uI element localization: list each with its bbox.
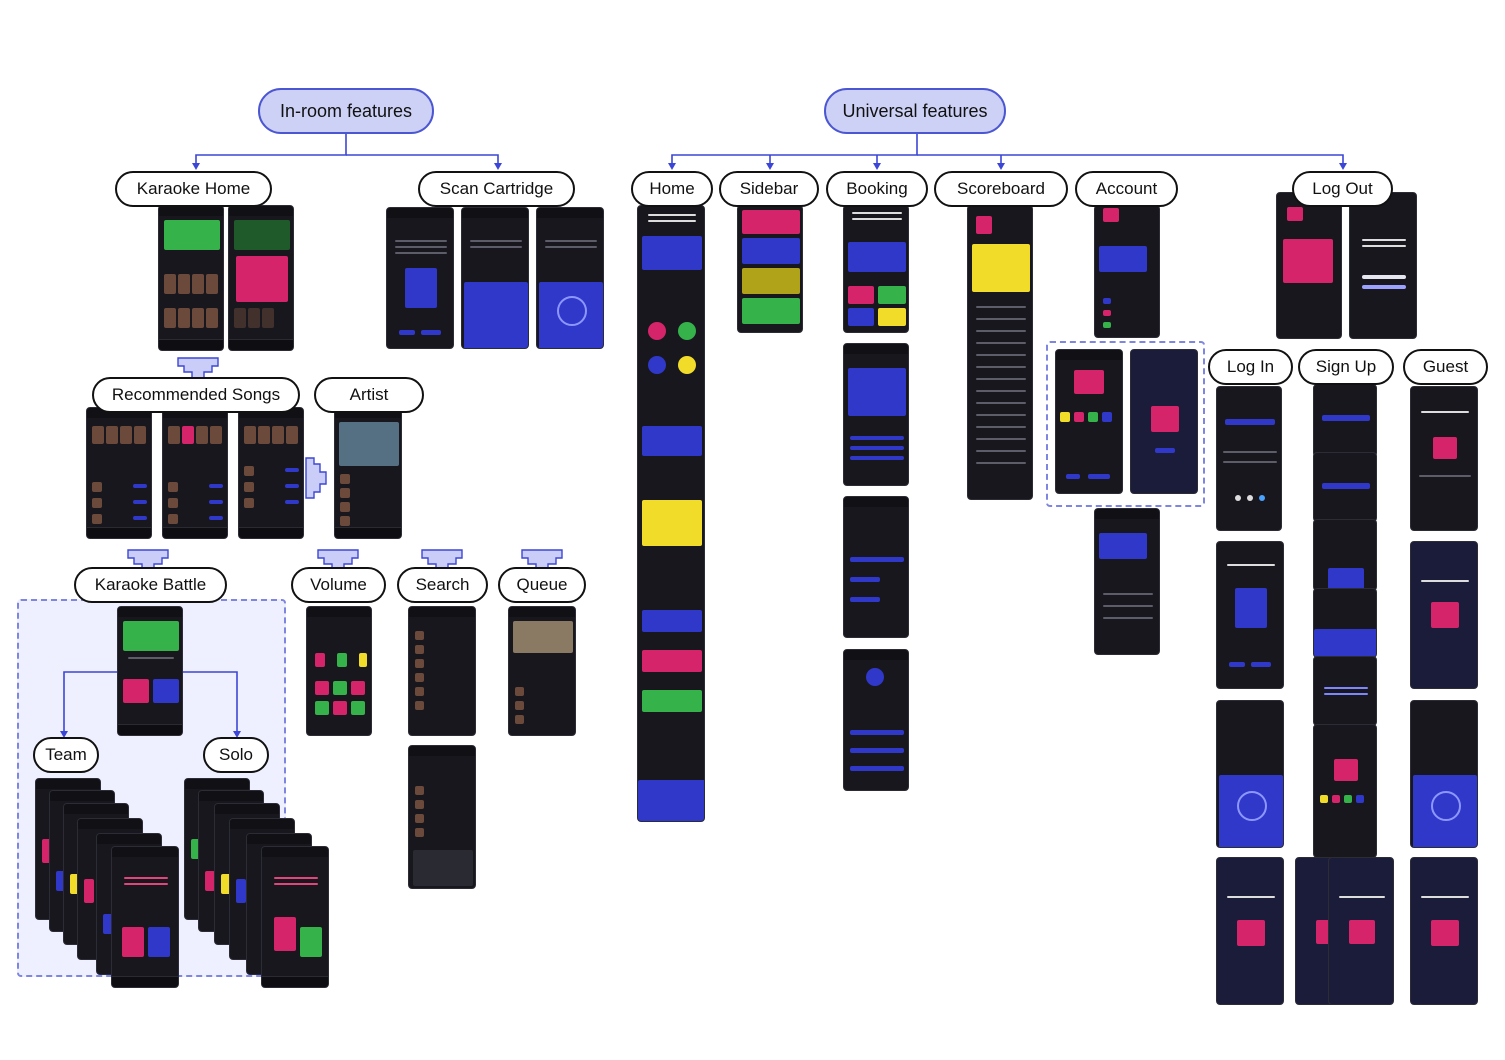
phone-signup-5 <box>1313 656 1377 726</box>
node-artist: Artist <box>314 377 424 413</box>
phone-signup-3 <box>1313 519 1377 591</box>
phone-login-3 <box>1216 700 1284 848</box>
node-team: Team <box>33 737 99 773</box>
phone-booking-3 <box>843 496 909 638</box>
phone-solo-result <box>261 846 329 988</box>
node-guest: Guest <box>1403 349 1488 385</box>
node-karaoke-home: Karaoke Home <box>115 171 272 207</box>
node-solo: Solo <box>203 737 269 773</box>
phone-guest-2 <box>1410 541 1478 689</box>
phone-queue <box>508 606 576 736</box>
phone-artist <box>334 407 402 539</box>
node-log-in: Log In <box>1208 349 1293 385</box>
phone-scan-3 <box>536 207 604 349</box>
phone-account-1 <box>1094 205 1160 338</box>
phone-account-avatar-2 <box>1130 349 1198 494</box>
phone-karaoke-home-2 <box>228 205 294 351</box>
phone-search <box>408 606 476 736</box>
phone-recommended-2 <box>162 407 228 539</box>
phone-search-keyboard <box>408 745 476 889</box>
phone-signup-4 <box>1313 588 1377 658</box>
phone-team-result <box>111 846 179 988</box>
node-home: Home <box>631 171 713 207</box>
phone-scoreboard <box>967 205 1033 500</box>
node-queue: Queue <box>498 567 586 603</box>
root-universal-features: Universal features <box>824 88 1006 134</box>
phone-scan-2 <box>461 207 529 349</box>
phone-signup-1 <box>1313 384 1377 457</box>
phone-guest-3 <box>1410 700 1478 848</box>
phone-recommended-1 <box>86 407 152 539</box>
node-karaoke-battle: Karaoke Battle <box>74 567 227 603</box>
root-in-room-features: In-room features <box>258 88 434 134</box>
node-account: Account <box>1075 171 1178 207</box>
node-scoreboard: Scoreboard <box>934 171 1068 207</box>
node-scan-cartridge: Scan Cartridge <box>418 171 575 207</box>
phone-login-1 <box>1216 386 1282 531</box>
phone-guest-1 <box>1410 386 1478 531</box>
phone-booking-2 <box>843 343 909 486</box>
phone-booking-4 <box>843 649 909 791</box>
phone-sidebar <box>737 205 803 333</box>
phone-recommended-3 <box>238 407 304 539</box>
phone-scan-1 <box>386 207 454 349</box>
phone-karaoke-battle <box>117 606 183 736</box>
node-log-out: Log Out <box>1292 171 1393 207</box>
node-recommended-songs: Recommended Songs <box>92 377 300 413</box>
phone-logout-2 <box>1349 192 1417 339</box>
phone-guest-4 <box>1410 857 1478 1005</box>
phone-logout-1 <box>1276 192 1342 339</box>
phone-volume <box>306 606 372 736</box>
phone-signup-8 <box>1328 857 1394 1005</box>
phone-account-avatar-1 <box>1055 349 1123 494</box>
arrow-head <box>192 163 200 170</box>
phone-account-2 <box>1094 508 1160 655</box>
phone-login-2 <box>1216 541 1284 689</box>
phone-signup-2 <box>1313 452 1377 522</box>
node-volume: Volume <box>291 567 386 603</box>
phone-signup-6 <box>1313 724 1377 858</box>
phone-home-long <box>637 205 705 822</box>
phone-karaoke-home-1 <box>158 205 224 351</box>
node-sign-up: Sign Up <box>1298 349 1394 385</box>
phone-login-4 <box>1216 857 1284 1005</box>
node-booking: Booking <box>826 171 928 207</box>
phone-booking-1 <box>843 205 909 333</box>
node-sidebar: Sidebar <box>719 171 819 207</box>
account-avatar-group <box>1046 341 1205 507</box>
node-search: Search <box>397 567 488 603</box>
